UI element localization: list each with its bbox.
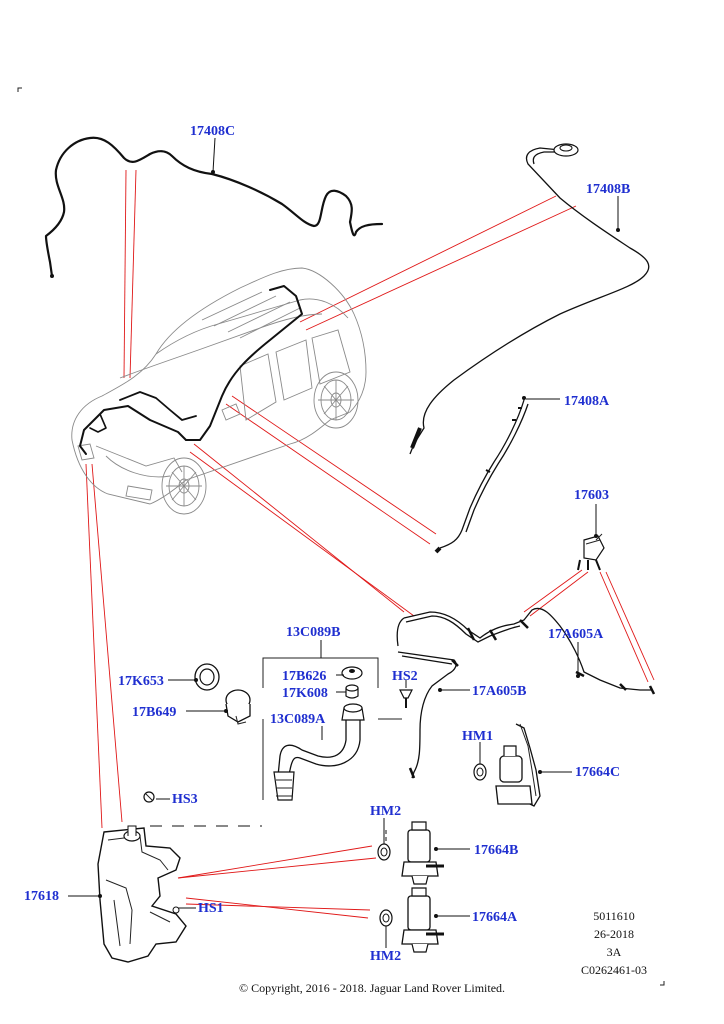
check-valve-17603[interactable] xyxy=(577,533,605,571)
pump-17664C[interactable] xyxy=(495,723,541,807)
callout-labels: 17408C 17408B 17408A 17603 13C089B 17K65… xyxy=(24,124,630,964)
pump-17664B[interactable] xyxy=(401,821,444,885)
filler-group-13C089B[interactable] xyxy=(262,640,402,800)
callout-17408C[interactable]: 17408C xyxy=(190,124,235,139)
red-reference-lines xyxy=(85,169,655,919)
hose-17A605A[interactable] xyxy=(396,607,656,695)
callout-17K653[interactable]: 17K653 xyxy=(118,674,164,689)
filler-neck-13C089A[interactable] xyxy=(273,703,365,801)
callout-17664A[interactable]: 17664A xyxy=(472,910,518,925)
pump-17664A[interactable] xyxy=(401,887,444,953)
hose-17408A[interactable] xyxy=(434,396,529,554)
callout-HM2-lower[interactable]: HM2 xyxy=(370,949,401,964)
callout-13C089B[interactable]: 13C089B xyxy=(286,625,340,640)
drawing-code: C0262461-03 xyxy=(581,963,647,977)
screw-HS2[interactable] xyxy=(399,689,413,708)
corner-mark-bottom-right xyxy=(660,981,665,986)
sensor-17B649[interactable] xyxy=(225,689,251,725)
callout-17A605B[interactable]: 17A605B xyxy=(472,684,526,699)
callout-17B649[interactable]: 17B649 xyxy=(132,705,176,720)
callout-17A605A[interactable]: 17A605A xyxy=(548,627,604,642)
callout-17408A[interactable]: 17408A xyxy=(564,394,610,409)
copyright-notice: © Copyright, 2016 - 2018. Jaguar Land Ro… xyxy=(239,981,505,995)
callout-17B626[interactable]: 17B626 xyxy=(282,669,326,684)
callout-17664C[interactable]: 17664C xyxy=(575,765,620,780)
callout-17408B[interactable]: 17408B xyxy=(586,182,630,197)
callout-HS3[interactable]: HS3 xyxy=(172,792,198,807)
grommet-HM2-upper[interactable] xyxy=(377,843,391,861)
harness-17408C[interactable] xyxy=(44,136,384,278)
corner-mark-top-left xyxy=(17,87,22,92)
leader-lines xyxy=(68,137,620,948)
callout-HS1[interactable]: HS1 xyxy=(198,901,224,916)
callout-17K608[interactable]: 17K608 xyxy=(282,686,328,701)
callout-HM2-upper[interactable]: HM2 xyxy=(370,804,401,819)
screw-HS3[interactable] xyxy=(143,791,155,803)
grommet-HM1[interactable] xyxy=(473,763,487,781)
drawing-date: 26-2018 xyxy=(594,927,634,941)
callout-17664B[interactable]: 17664B xyxy=(474,843,518,858)
callout-HM1[interactable]: HM1 xyxy=(462,729,493,744)
callout-17603[interactable]: 17603 xyxy=(574,488,609,503)
drawing-info-block: 5011610 26-2018 3A C0262461-03 xyxy=(581,909,647,977)
seal-17K608[interactable] xyxy=(345,684,359,699)
callout-17618[interactable]: 17618 xyxy=(24,889,59,904)
reservoir-17618[interactable] xyxy=(97,825,187,963)
hose-17A605B[interactable] xyxy=(397,651,459,779)
grommet-HM2-lower[interactable] xyxy=(379,909,393,927)
callout-HS2[interactable]: HS2 xyxy=(392,669,418,684)
dashed-connectors xyxy=(150,825,387,842)
drawing-ref: 5011610 xyxy=(593,909,635,923)
harness-on-vehicle xyxy=(79,285,303,455)
callout-13C089A[interactable]: 13C089A xyxy=(270,712,326,727)
vehicle-illustration xyxy=(71,267,367,515)
grommet-17K653[interactable] xyxy=(194,663,220,691)
cap-17B626[interactable] xyxy=(341,666,363,680)
drawing-revision: 3A xyxy=(607,945,622,959)
hose-17408B[interactable] xyxy=(409,143,650,455)
